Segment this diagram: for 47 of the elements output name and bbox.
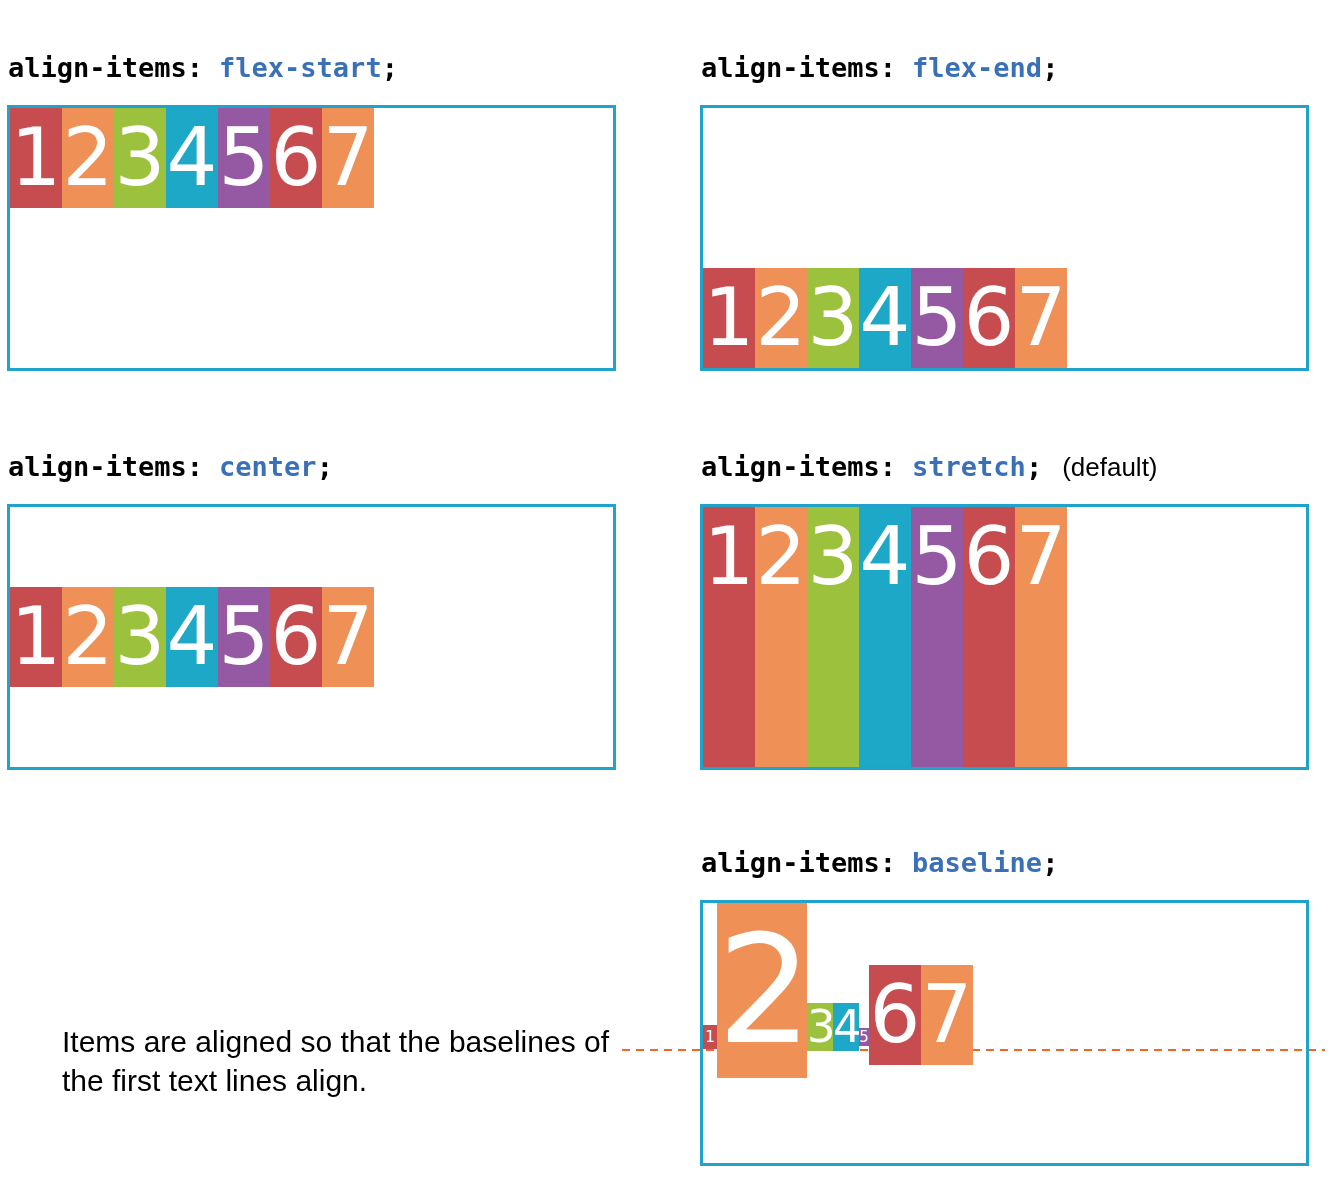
code-text: align-items: [8,450,204,484]
flex-item: 6 [270,108,322,208]
code-text: align-items: [701,51,897,85]
flex-item: 6 [963,268,1015,368]
flex-item: 3 [807,507,859,767]
flex-item: 5 [859,1028,869,1046]
flex-item: 7 [322,108,374,208]
flex-item: 7 [1015,268,1067,368]
flex-item: 2 [62,587,114,687]
flex-item: 7 [921,965,973,1065]
note-text: (default) [1062,451,1158,484]
flex-item: 3 [807,1003,833,1051]
flex-item: 4 [166,587,218,687]
flex-item: 1 [703,507,755,767]
flex-item: 4 [859,507,911,767]
flex-item: 1 [703,268,755,368]
flex-item: 5 [911,507,963,767]
flex-item: 6 [270,587,322,687]
flex-item: 5 [218,587,270,687]
flex-item: 3 [114,587,166,687]
flex-item: 2 [755,507,807,767]
code-text: flex-start; [219,51,398,85]
flex-item: 4 [833,1003,859,1051]
flex-item: 6 [963,507,1015,767]
flex-item: 2 [755,268,807,368]
flex-item: 3 [807,268,859,368]
note-text: Items are aligned so that the baselines of the first text lines align. [62,1024,610,1099]
flex-item: 7 [322,587,374,687]
code-text: align-items: [701,450,897,484]
flex-item: 1 [703,1025,717,1049]
flex-item: 7 [1015,507,1067,767]
flex-item: 1 [10,108,62,208]
code-text: stretch; [912,450,1043,484]
flex-item: 5 [911,268,963,368]
code-text: baseline; [912,846,1059,880]
flex-item: 4 [166,108,218,208]
flex-item: 6 [869,965,921,1065]
flex-item: 2 [717,903,807,1078]
code-text: center; [219,450,333,484]
flex-item: 2 [62,108,114,208]
flex-item: 1 [10,587,62,687]
code-text: align-items: [8,51,204,85]
code-text: align-items: [701,846,897,880]
flex-item: 4 [859,268,911,368]
flex-item: 3 [114,108,166,208]
code-text: flex-end; [912,51,1059,85]
flex-item: 5 [218,108,270,208]
